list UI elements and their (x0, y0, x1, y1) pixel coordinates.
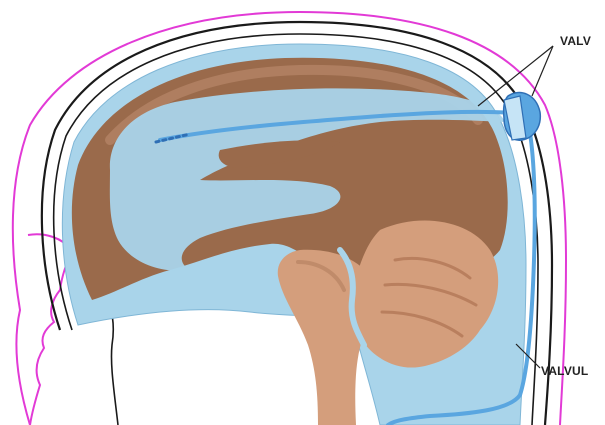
callout-line-top-2 (532, 46, 553, 96)
valve-label-bottom: VALVUL (541, 364, 588, 378)
valve-label-top: VALV (560, 34, 591, 48)
